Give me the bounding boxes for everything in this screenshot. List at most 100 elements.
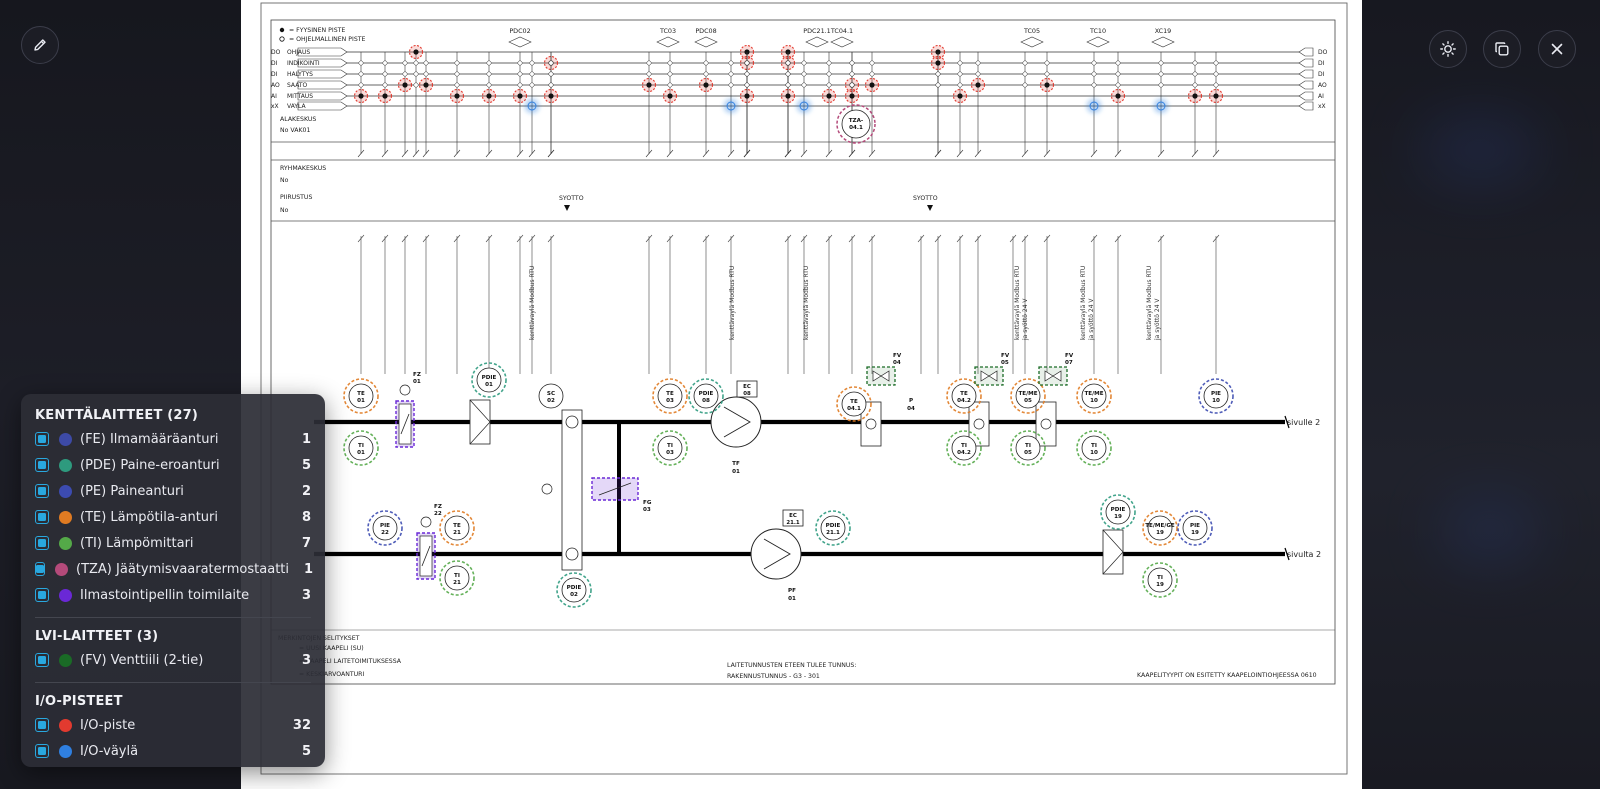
cable-mark (727, 234, 735, 243)
software-point (646, 60, 652, 66)
cable-mark (800, 149, 808, 158)
software-point (1192, 82, 1198, 88)
legend-item-checkbox[interactable] (35, 510, 49, 524)
copy-button[interactable] (1483, 30, 1521, 68)
field-bus-label: kenttävaylä Modbus RTU (1014, 266, 1021, 340)
device-symbol (1105, 499, 1131, 525)
cable-mark (974, 234, 982, 243)
signal-label: OHJAUS (287, 49, 310, 56)
hvac-diagram: = FYYSINEN PISTE = OHJELMALLINEN PISTE A… (260, 2, 1348, 775)
device-highlight-ring (367, 510, 403, 546)
legend-section-field-devices: KENTTÄLAITTEET (27) (FE) Ilmamääräanturi… (35, 406, 313, 608)
software-point (529, 82, 535, 88)
cable-mark (1157, 234, 1165, 243)
device-highlight-ring (836, 386, 872, 422)
device-number: 01 (732, 469, 740, 475)
software-point (402, 60, 408, 66)
legend-item-checkbox[interactable] (35, 718, 49, 732)
device-number: 19 (1114, 514, 1122, 520)
point-tag-diamond (508, 36, 532, 48)
copy-icon (1495, 42, 1509, 56)
software-point (785, 60, 791, 66)
point-tag: TC04.1 (830, 27, 853, 35)
software-point (486, 71, 492, 77)
syotto-label-1: SYOTTO (559, 195, 584, 202)
device-code: FV (1001, 353, 1010, 359)
edit-button[interactable] (21, 26, 59, 64)
legend-item-color-dot (59, 458, 72, 472)
io-bus-marker (1156, 101, 1166, 111)
software-point (1115, 82, 1121, 88)
software-point (1022, 82, 1028, 88)
legend-item-checkbox[interactable] (35, 536, 49, 550)
legend-item-checkbox[interactable] (35, 653, 49, 667)
field-bus-label: kenttävaylä Modbus RTU (729, 266, 736, 340)
software-point (1091, 82, 1097, 88)
device-number: 10 (1090, 398, 1098, 404)
field-bus-power-label: ja syöttö 24 V (1154, 298, 1161, 341)
legend-item-label: (PE) Paineanturi (80, 483, 184, 499)
signal-code-right: AI (1318, 93, 1324, 100)
legend-item-checkbox[interactable] (35, 484, 49, 498)
cable-mark (1021, 234, 1029, 243)
signal-label: SAATO (287, 82, 307, 89)
legend-item-checkbox[interactable] (35, 458, 49, 472)
io-point-dot (402, 82, 408, 88)
device-code: SC (547, 391, 555, 397)
air-filter-mark (1102, 529, 1124, 575)
software-point (358, 60, 364, 66)
device-number: 04 (893, 360, 901, 366)
legend-item-label: (FE) Ilmamääräanturi (80, 431, 219, 447)
device-number: 04.1 (849, 125, 863, 131)
legend-item[interactable]: (FV) Venttiili (2-tie)3 (35, 647, 311, 673)
close-button[interactable] (1538, 30, 1576, 68)
device-code: TI (667, 443, 673, 449)
device-symbol (372, 515, 398, 541)
cable-mark (357, 234, 365, 243)
io-point-dot (646, 82, 652, 88)
theme-button[interactable] (1429, 30, 1467, 68)
legend-item-checkbox[interactable] (35, 562, 45, 576)
device-highlight-ring (1100, 494, 1136, 530)
device-highlight-ring (652, 430, 688, 466)
device-symbol (1203, 383, 1229, 409)
io-point-dot (975, 82, 981, 88)
legend-item-checkbox[interactable] (35, 588, 49, 602)
field-bus-label: kenttävaylä Modbus RTU (1080, 266, 1087, 340)
page-break-mark (1284, 547, 1290, 561)
device-number: 05 (1024, 398, 1032, 404)
software-point (849, 82, 855, 88)
software-point (785, 71, 791, 77)
diagram-viewer[interactable]: = FYYSINEN PISTE = OHJELMALLINEN PISTE A… (241, 0, 1362, 789)
device-symbol (1015, 383, 1041, 409)
damper-blade (400, 413, 410, 435)
legend-item-label: (TI) Lämpömittari (80, 535, 194, 551)
device-highlight-ring (1142, 510, 1178, 546)
piirustus-label: PIIRUSTUS (280, 194, 312, 201)
software-point (1022, 60, 1028, 66)
io-point-dot (1044, 82, 1050, 88)
cable-mark (547, 234, 555, 243)
device-number: 04.1 (847, 406, 861, 412)
io-point-dot (667, 93, 673, 99)
device-symbol (820, 515, 846, 541)
legend-item-checkbox[interactable] (35, 432, 49, 446)
software-point (358, 71, 364, 77)
alakeskus-label: ALAKESKUS (280, 116, 316, 123)
device-highlight-ring (439, 510, 475, 546)
legend-item-checkbox[interactable] (35, 744, 49, 758)
